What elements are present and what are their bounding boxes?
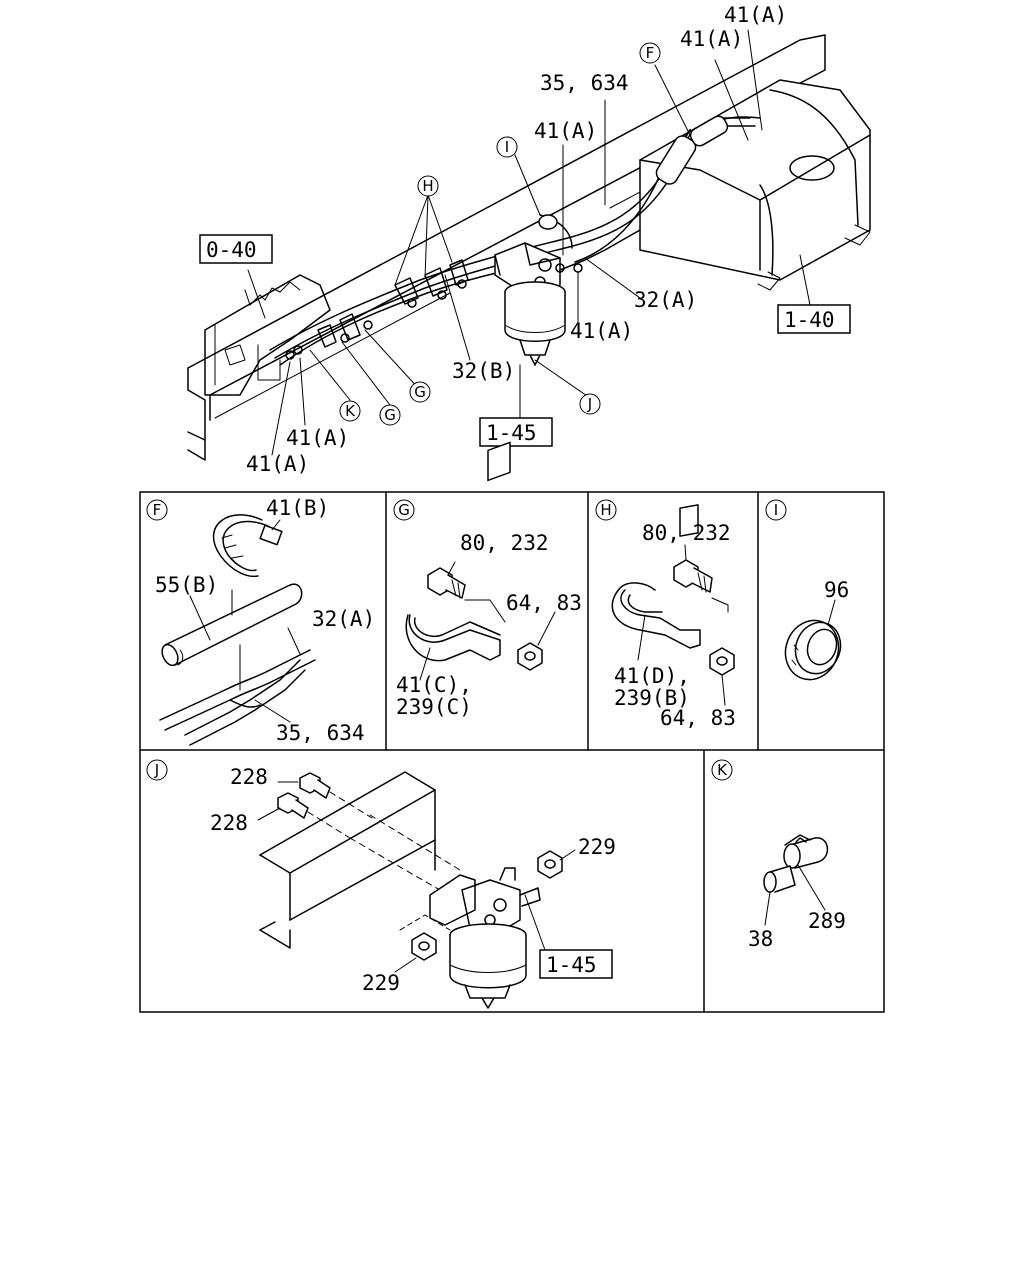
callout-i-marker (496, 136, 518, 158)
ref-1-45-label: 1-45 (486, 421, 537, 445)
detail-h-ref-64-83: 64, 83 (660, 706, 736, 730)
detail-j-panel: J (146, 759, 616, 1009)
leader-lines (247, 29, 811, 456)
overview-illustration: 41(A) 41(A) F 35, 634 41(A) I H 0-40 32(… (187, 3, 871, 476)
ref-41a-low-1: 41(A) (286, 426, 349, 450)
callout-i: I (505, 138, 509, 156)
ref-41a-right: 41(A) (570, 319, 633, 343)
ref-41a-center: 41(A) (534, 119, 597, 143)
detail-g-ref-41c: 41(C), (396, 673, 472, 697)
detail-g-ref-64-83: 64, 83 (506, 591, 582, 615)
detail-j-ref-229-a: 229 (578, 835, 616, 859)
detail-f-panel: F 41(B) 55(B) 32(A) 35, 634 (146, 496, 375, 746)
detail-k-marker (711, 759, 733, 781)
detail-g-panel: G 80, 232 64, 83 41(C), 239(C) (393, 441, 582, 719)
callout-j-marker (579, 393, 601, 415)
detail-j-ref-228-b: 228 (210, 811, 248, 835)
detail-f-marker (146, 499, 168, 521)
ref-32a: 32(A) (634, 288, 697, 312)
detail-i-label: I (774, 501, 778, 519)
detail-h-label: H (600, 501, 611, 519)
detail-f-ref-41b: 41(B) (266, 496, 329, 520)
hose-sleeve (655, 135, 697, 185)
fuel-tank (639, 79, 871, 291)
ref-35-634: 35, 634 (540, 71, 629, 95)
ref-41a-top: 41(A) (680, 27, 743, 51)
fuel-filter (494, 229, 641, 366)
detail-h-ref-239b: 239(B) (614, 686, 690, 710)
detail-j-marker (146, 759, 168, 781)
engine-block (204, 274, 331, 396)
detail-k-ref-289: 289 (808, 909, 846, 933)
callout-k: K (345, 402, 356, 420)
detail-j-ref-box-1-45 (539, 949, 613, 979)
detail-g-label: G (398, 501, 410, 519)
detail-f-ref-32a: 32(A) (312, 607, 375, 631)
detail-k-ref-38: 38 (748, 927, 773, 951)
ref-41a-low-2: 41(A) (246, 452, 309, 476)
callout-h: H (422, 177, 433, 195)
detail-g-marker (393, 499, 415, 521)
detail-f-ref-35-634: 35, 634 (276, 721, 365, 745)
grommet (538, 214, 558, 230)
ref-box-1-40 (777, 304, 851, 334)
detail-f-label: F (153, 501, 162, 519)
detail-k-panel: K 289 38 (711, 759, 846, 951)
callout-k-marker (339, 400, 361, 422)
detail-g-ref-80-232: 80, 232 (460, 531, 549, 555)
detail-g-ref-239c: 239(C) (396, 695, 472, 719)
detail-j-ref-1-45-label: 1-45 (546, 953, 597, 977)
detail-h-ref-41d: 41(D), (614, 664, 690, 688)
detail-h-panel: H 80, 232 41(D), 239(B) 64, 83 (595, 499, 736, 730)
detail-h-marker (595, 499, 617, 521)
callout-g2: G (384, 406, 396, 424)
callout-f: F (646, 44, 655, 62)
ref-0-40-label: 0-40 (206, 238, 257, 262)
callout-j: J (587, 395, 592, 413)
detail-f-ref-55b: 55(B) (155, 573, 218, 597)
detail-j-label: J (154, 761, 159, 779)
ref-box-1-45 (479, 417, 553, 447)
detail-j-ref-229-b: 229 (362, 971, 400, 995)
callout-g1: G (414, 383, 426, 401)
ref-41a-top-right: 41(A) (724, 3, 787, 27)
detail-h-ref-80-232: 80, 232 (642, 521, 731, 545)
callout-g2-marker (379, 404, 401, 426)
hose-sleeve-upper (689, 115, 729, 147)
detail-i-ref-96: 96 (824, 578, 849, 602)
ref-1-40-label: 1-40 (784, 308, 835, 332)
callout-h-marker (417, 175, 439, 197)
detail-i-panel: I 96 (765, 499, 849, 681)
callout-f-marker (639, 42, 661, 64)
detail-i-marker (765, 499, 787, 521)
line-clamps (285, 259, 469, 360)
detail-k-label: K (717, 761, 728, 779)
detail-j-ref-228-a: 228 (230, 765, 268, 789)
detail-grid (139, 491, 885, 1013)
ref-box-0-40 (199, 234, 273, 264)
ref-32b: 32(B) (452, 359, 515, 383)
callout-g1-marker (409, 381, 431, 403)
